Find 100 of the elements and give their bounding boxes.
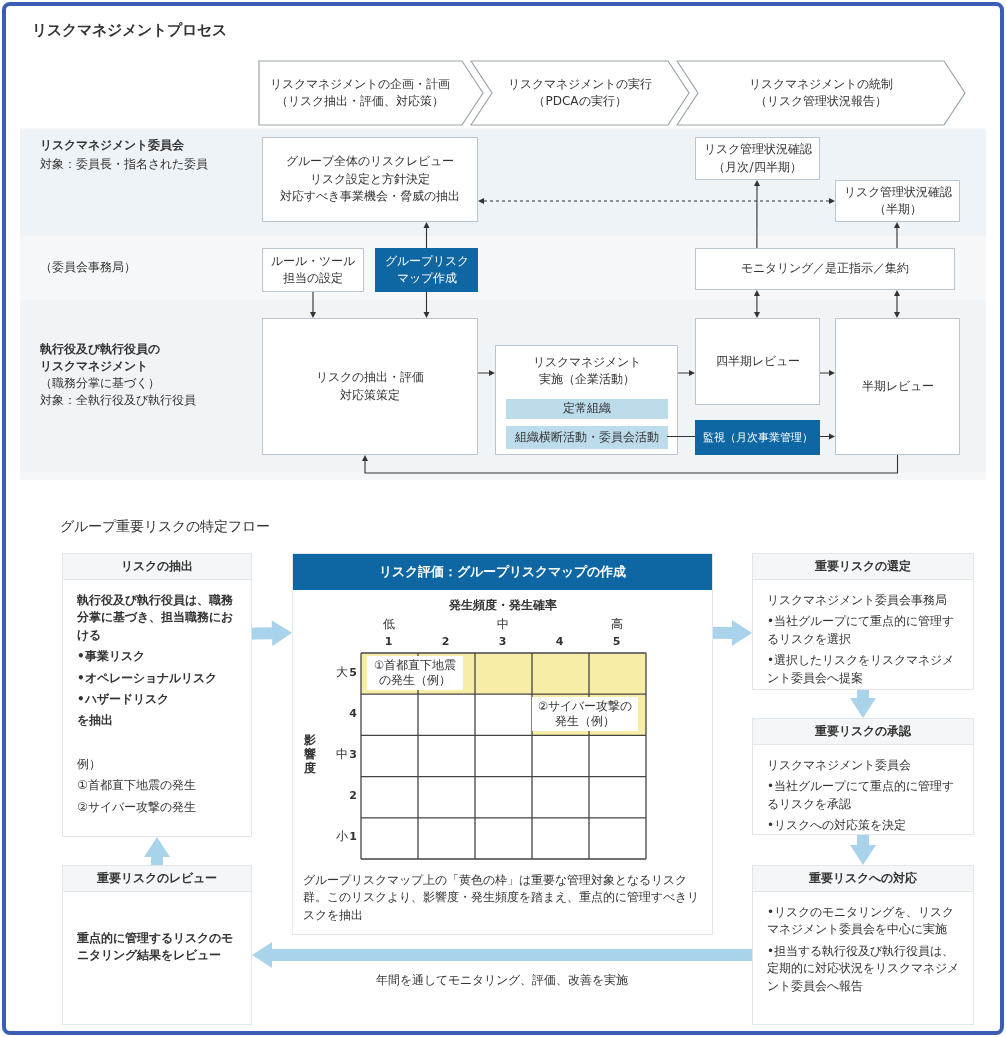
- box-text: リスク管理状況確認（月次/四半期）: [702, 141, 813, 176]
- step-card: [62, 865, 252, 1025]
- box-heading: 重要リスクへの対応: [753, 866, 973, 892]
- arrow: [362, 454, 899, 474]
- axis-tick: 1: [349, 829, 357, 846]
- box-heading: 重要リスクのレビュー: [63, 866, 251, 892]
- label-text: 執行役及び執行役員のリスクマネジメント: [40, 340, 161, 375]
- box-text: ルール・ツール担当の設定: [270, 252, 356, 287]
- chevron-shape: [258, 60, 484, 126]
- box-text: リスク管理状況確認（半期）: [842, 183, 953, 218]
- box-text: •ハザードリスク: [77, 690, 170, 708]
- flow-arrow: [712, 619, 752, 646]
- box-heading: 重要リスクの選定: [753, 554, 973, 580]
- arrow: [819, 433, 835, 440]
- box-text: ①首都直下地震の発生（例）: [372, 658, 458, 688]
- box-text: 監視（月次事業管理）: [702, 429, 813, 446]
- arrow: [310, 291, 316, 318]
- box-text: •当社グループにて重点的に管理するリスクを選択: [767, 613, 956, 648]
- box-text: 定常組織: [563, 400, 611, 418]
- process-box: [262, 137, 478, 222]
- box-text: 例）: [77, 755, 102, 773]
- arrow: [423, 222, 430, 249]
- process-box: [262, 248, 364, 292]
- box-text: リスク設定と方針決定: [310, 170, 430, 188]
- step-text: リスクマネジメントの実行（PDCAの実行）: [507, 75, 653, 110]
- process-box: [506, 399, 668, 419]
- flow-arrow: [251, 620, 292, 647]
- box-text: を抽出: [77, 712, 114, 730]
- process-box: [495, 345, 678, 455]
- axis-tick: 4: [555, 634, 564, 650]
- box-text: •担当する執行役及び執行役員は、定期的に対応状況をリスクマネジメント委員会へ報告: [767, 942, 960, 995]
- label-text: 対象：全執行役及び執行役員: [40, 392, 196, 410]
- axis-tick: 3: [498, 634, 507, 650]
- box-text: 組織横断活動・委員会活動: [515, 428, 659, 446]
- box-text: ②サイバー攻撃の発生（例）: [536, 699, 634, 729]
- step-card: [752, 718, 974, 835]
- step-card: [62, 553, 252, 837]
- label-text: （職務分掌に基づく）: [40, 375, 160, 393]
- flow-arrow: [144, 837, 170, 865]
- step-text: リスクマネジメントの企画・計画（リスク抽出・評価、対応策）: [269, 75, 451, 110]
- box-text: モニタリング／是正指示／集約: [741, 260, 909, 278]
- step-card: [752, 553, 974, 690]
- arrow: [894, 290, 900, 318]
- arrow: [894, 222, 900, 249]
- footnote-text: グループリスクマップ上の「黄色の枠」は重要な管理対象となるリスク群。このリスクより、影響度・発生頻度を踏まえ、重点的に管理すべきリスクを抽出: [303, 872, 700, 924]
- arrow: [423, 291, 430, 318]
- arrow: [477, 369, 495, 376]
- box-text: •事業リスク: [77, 648, 146, 666]
- box-text: ①首都直下地震の発生: [77, 777, 197, 795]
- chevron-shape: [470, 60, 690, 126]
- process-box: [506, 426, 668, 449]
- box-text: 四半期レビュー: [715, 352, 800, 370]
- box-text: •オペレーショナルリスク: [77, 669, 218, 687]
- box-text: ②サイバー攻撃の発生: [77, 798, 197, 816]
- process-box: [695, 248, 955, 290]
- box-text: リスクマネジメント委員会事務局: [767, 592, 948, 609]
- process-box: [695, 420, 820, 455]
- axis-tick: 5: [612, 634, 621, 650]
- axis-tick: 中: [336, 746, 348, 764]
- axis-tick: 中: [496, 616, 509, 634]
- axis-tick: 高: [610, 616, 623, 634]
- axis-tick: 小: [336, 828, 348, 846]
- label-text: （委員会事務局）: [40, 259, 136, 277]
- process-box: [835, 180, 960, 222]
- flow-arrow: [850, 835, 876, 865]
- box-text: 重点的に管理するリスクのモニタリング結果をレビュー: [77, 930, 234, 965]
- flow-arrow: [252, 942, 752, 968]
- connector-line: [666, 435, 696, 438]
- label-text: 対象：委員長・指名された委員: [40, 156, 208, 174]
- arrow: [478, 198, 835, 204]
- box-text: 半期レビュー: [861, 377, 934, 395]
- process-box: [695, 137, 820, 180]
- box-text: リスクの抽出・評価対応策策定: [315, 369, 425, 404]
- axis-tick: 大: [336, 663, 348, 681]
- box-text: 執行役及び執行役員は、職務分掌に基づき、担当職務における: [77, 592, 234, 644]
- section-title: グループ重要リスクの特定フロー: [60, 516, 270, 536]
- box-text: •リスクへの対応策を決定: [767, 817, 908, 835]
- chevron-shape: [676, 60, 966, 126]
- process-box: [835, 318, 960, 455]
- step-card: [752, 865, 974, 1025]
- box-heading: リスクの抽出: [63, 554, 251, 580]
- axis-title: 影響度: [303, 734, 317, 776]
- axis-tick: 4: [349, 705, 357, 722]
- step-text: リスクマネジメントの統制（リスク管理状況報告）: [748, 75, 894, 110]
- axis-title: 発生頻度・発生確率: [448, 597, 557, 615]
- arrow: [677, 370, 695, 376]
- box-text: リスクマネジメント委員会: [767, 757, 912, 774]
- arrow: [753, 290, 760, 318]
- box-heading: 重要リスクの承認: [753, 719, 973, 745]
- process-box: [695, 318, 820, 405]
- axis-tick: 3: [349, 747, 357, 763]
- box-text: 対応すべき事業機会・脅威の抽出: [280, 188, 460, 206]
- arrow: [754, 180, 760, 249]
- box-text: グループ全体のリスクレビュー: [286, 153, 454, 171]
- axis-tick: 2: [349, 788, 357, 805]
- box-text: •リスクのモニタリングを、リスクマネジメント委員会を中心に実施: [767, 904, 956, 939]
- box-text: •当社グループにて重点的に管理するリスクを承認: [767, 778, 956, 813]
- risk-map-panel: [292, 553, 713, 935]
- process-box: [262, 318, 478, 455]
- box-text: グループリスクマップ作成: [383, 252, 470, 287]
